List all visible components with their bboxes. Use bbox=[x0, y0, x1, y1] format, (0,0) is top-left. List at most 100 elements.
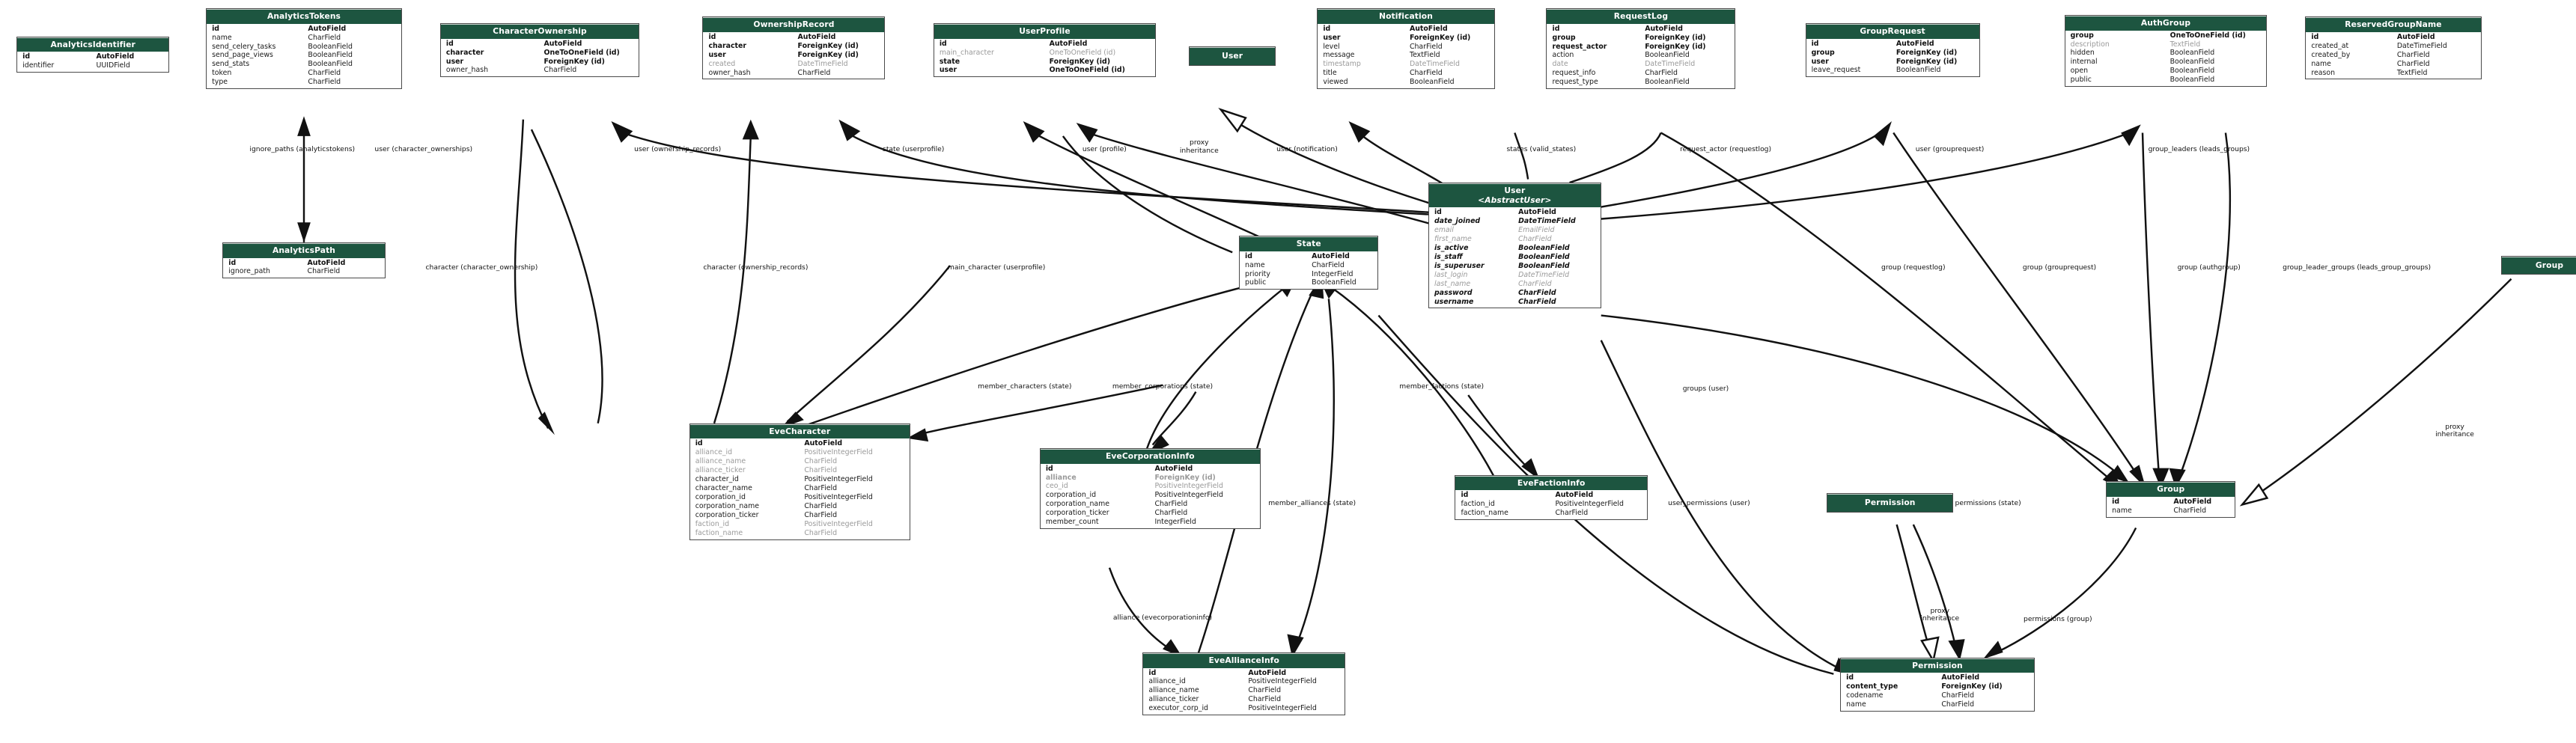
field-type: BooleanField bbox=[2169, 49, 2215, 58]
entity-title: RequestLog bbox=[1547, 9, 1735, 24]
entity-group_proxy[interactable]: Group bbox=[2501, 255, 2576, 275]
field-type: BooleanField bbox=[308, 51, 353, 60]
field-name: title bbox=[1323, 69, 1337, 78]
entity-title: EveCharacter bbox=[689, 424, 910, 439]
field-type: CharField bbox=[307, 267, 341, 276]
field-name: level bbox=[1323, 42, 1340, 51]
field-name: group bbox=[2070, 31, 2094, 40]
edge-label-lbl-state-userprofile: state (userprofile) bbox=[883, 145, 945, 154]
field-name: ceo_id bbox=[1045, 482, 1068, 491]
field-type: CharField bbox=[1941, 700, 1975, 709]
field-type: PositiveIntegerField bbox=[804, 475, 873, 484]
entity-title: User<AbstractUser> bbox=[1428, 183, 1601, 208]
field-name: name bbox=[212, 33, 232, 42]
field-name: id bbox=[228, 258, 237, 267]
field-type: PositiveIntegerField bbox=[804, 448, 873, 457]
field-name: ignore_path bbox=[228, 267, 270, 276]
entity-title: Group bbox=[2107, 482, 2235, 498]
field-name: is_superuser bbox=[1434, 261, 1485, 270]
field-name: send_page_views bbox=[212, 51, 273, 60]
entity-user_proxy[interactable]: User bbox=[1189, 46, 1276, 66]
field-type: AutoField bbox=[1518, 208, 1556, 217]
field-name: request_type bbox=[1552, 78, 1598, 87]
field-name: corporation_name bbox=[1045, 500, 1110, 509]
field-name: user bbox=[708, 50, 726, 59]
entity-title: Group bbox=[2502, 256, 2576, 275]
field-name: corporation_ticker bbox=[1045, 509, 1109, 518]
field-type: DateTimeField bbox=[1518, 217, 1576, 226]
field-type: IntegerField bbox=[1154, 518, 1196, 527]
field-type: AutoField bbox=[1049, 39, 1088, 48]
field-type: PositiveIntegerField bbox=[804, 492, 873, 501]
entity-title: CharacterOwnership bbox=[440, 24, 639, 39]
field-type: BooleanField bbox=[1518, 261, 1570, 270]
field-name: user bbox=[1323, 33, 1341, 42]
field-name: is_active bbox=[1434, 244, 1469, 252]
field-row: send_page_views BooleanField bbox=[207, 51, 401, 60]
field-type: CharField bbox=[804, 483, 838, 492]
field-name: name bbox=[1245, 260, 1265, 269]
field-name: member_count bbox=[1045, 518, 1099, 527]
edge-label-lbl-group-leader-groups: group_leader_groups (leads_group_groups) bbox=[2283, 263, 2432, 272]
edge-label-lbl-states-valid-states: states (valid_states) bbox=[1506, 145, 1577, 154]
edge-label-lbl-groups-requestlog: group (requestlog) bbox=[1881, 263, 1946, 272]
field-row: user ForeignKey (id) bbox=[703, 51, 884, 60]
field-type: CharField bbox=[308, 69, 341, 78]
field-name: faction_id bbox=[1461, 500, 1495, 509]
field-type: ForeignKey (id) bbox=[797, 50, 859, 59]
edge-label-lbl-user-permissions-user: user_permissions (user) bbox=[1668, 498, 1750, 507]
field-name: group bbox=[1552, 33, 1576, 42]
entity-title: ReservedGroupName bbox=[2306, 17, 2481, 32]
field-name: character bbox=[708, 41, 746, 50]
field-name: alliance_id bbox=[695, 448, 733, 457]
entity-permission_proxy[interactable]: Permission bbox=[1827, 492, 1954, 513]
edge-label-lbl-member-corporations-state: member_corporations (state) bbox=[1112, 382, 1214, 391]
field-type: BooleanField bbox=[308, 42, 353, 51]
field-name: created_at bbox=[2311, 41, 2349, 50]
edge-label-lbl-member-factions-state: member_factions (state) bbox=[1399, 382, 1485, 391]
field-type: ForeignKey (id) bbox=[1049, 57, 1110, 66]
